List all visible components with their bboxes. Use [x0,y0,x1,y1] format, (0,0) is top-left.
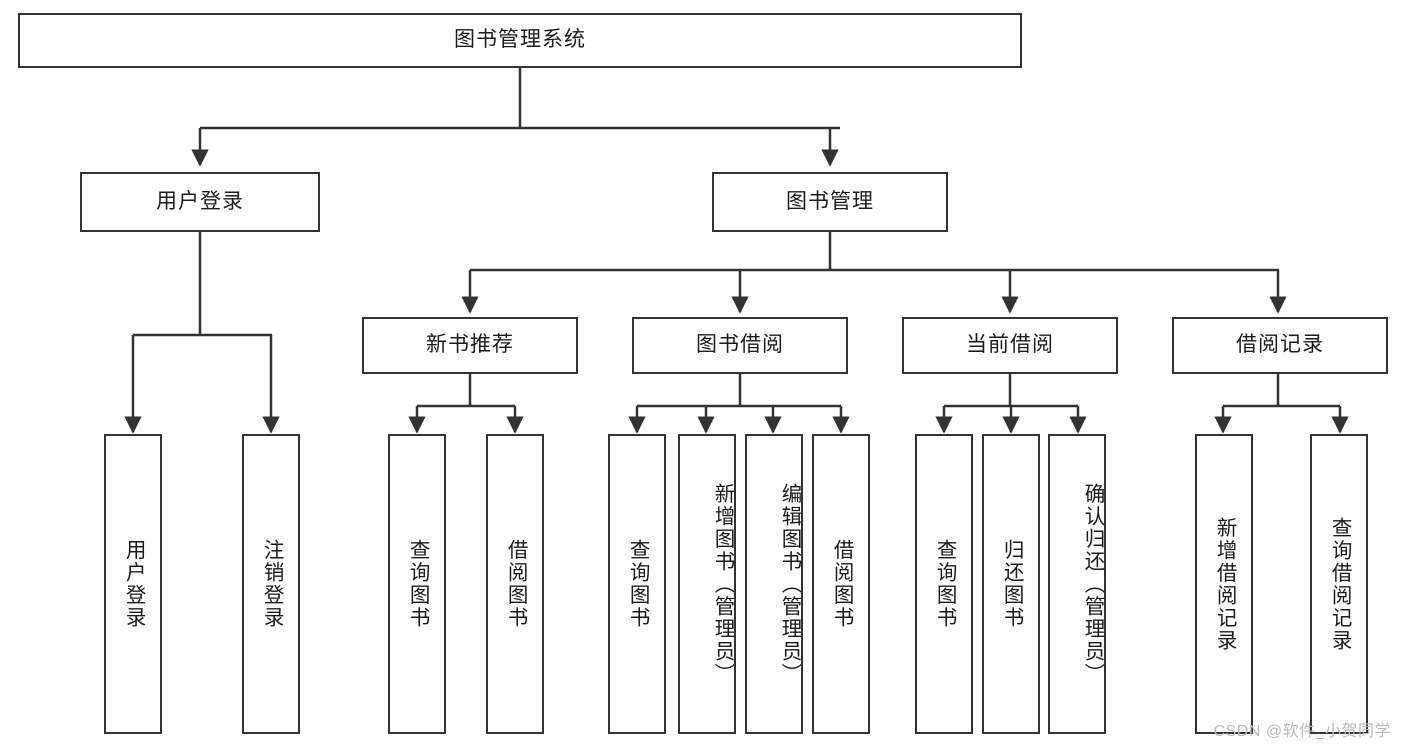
node-current-borrow[interactable]: 当前借阅 [902,317,1118,374]
node-leaf-confirm-return[interactable]: 确认归还（管理员） [1048,434,1106,734]
node-leaf-user-login-label: 用户登录 [122,539,146,629]
node-leaf-query-record-label: 查询借阅记录 [1328,516,1352,652]
node-leaf-return-book-label: 归还图书 [1000,539,1024,629]
node-leaf-query-book-2[interactable]: 查询图书 [608,434,666,734]
node-leaf-borrow-book-1-label: 借阅图书 [504,539,528,629]
node-book-borrow[interactable]: 图书借阅 [632,317,848,374]
node-leaf-add-record-label: 新增借阅记录 [1213,516,1237,652]
node-new-book-recommend[interactable]: 新书推荐 [362,317,578,374]
node-leaf-query-book-2-label: 查询图书 [626,539,650,629]
node-leaf-edit-book[interactable]: 编辑图书（管理员） [745,434,803,734]
node-book-manage-label: 图书管理 [786,189,874,213]
node-root-label: 图书管理系统 [454,28,586,52]
node-book-borrow-label: 图书借阅 [696,333,784,357]
node-leaf-user-login[interactable]: 用户登录 [104,434,162,734]
node-leaf-borrow-book-2[interactable]: 借阅图书 [812,434,870,734]
node-leaf-borrow-book-1[interactable]: 借阅图书 [486,434,544,734]
node-new-book-recommend-label: 新书推荐 [426,333,514,357]
node-leaf-add-record[interactable]: 新增借阅记录 [1195,434,1253,734]
node-book-manage[interactable]: 图书管理 [712,172,948,232]
node-leaf-confirm-return-label: 确认归还（管理员） [1081,482,1104,686]
node-root[interactable]: 图书管理系统 [18,13,1022,68]
node-borrow-record[interactable]: 借阅记录 [1172,317,1388,374]
node-leaf-add-book-label: 新增图书（管理员） [711,482,734,686]
csdn-watermark: CSDN @软件_小贺同学 [1213,723,1391,740]
node-leaf-edit-book-label: 编辑图书（管理员） [778,482,801,686]
node-user-login[interactable]: 用户登录 [80,172,320,232]
node-leaf-query-book-1-label: 查询图书 [406,539,430,629]
node-user-login-label: 用户登录 [156,189,244,213]
node-leaf-query-book-3-label: 查询图书 [933,539,957,629]
node-leaf-add-book[interactable]: 新增图书（管理员） [678,434,736,734]
node-leaf-query-book-3[interactable]: 查询图书 [915,434,973,734]
node-leaf-query-book-1[interactable]: 查询图书 [388,434,446,734]
node-current-borrow-label: 当前借阅 [966,333,1054,357]
node-leaf-borrow-book-2-label: 借阅图书 [830,539,854,629]
node-borrow-record-label: 借阅记录 [1236,333,1324,357]
node-leaf-return-book[interactable]: 归还图书 [982,434,1040,734]
node-leaf-query-record[interactable]: 查询借阅记录 [1310,434,1368,734]
node-leaf-logout[interactable]: 注销登录 [242,434,300,734]
node-leaf-logout-label: 注销登录 [260,539,284,629]
